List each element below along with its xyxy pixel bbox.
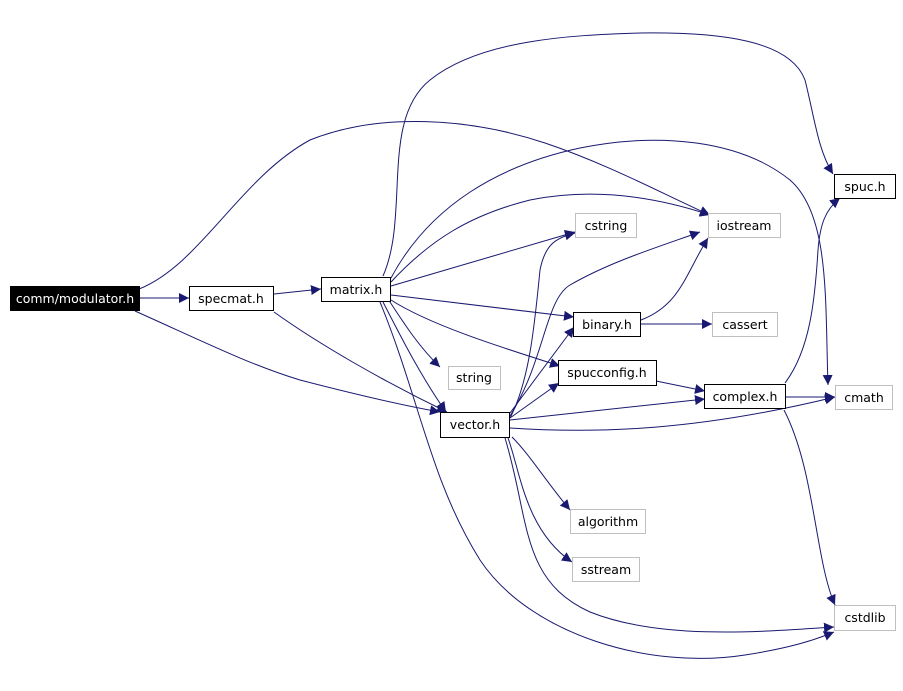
node-spucconfig-h[interactable]: spucconfig.h	[558, 360, 657, 386]
edge-matrix-spucconfig	[390, 299, 561, 368]
node-label: matrix.h	[330, 282, 383, 297]
node-algorithm[interactable]: algorithm	[570, 509, 646, 534]
node-string[interactable]: string	[448, 366, 501, 390]
node-vector-h[interactable]: vector.h	[440, 412, 510, 438]
edge-binary-iostream	[640, 237, 709, 321]
node-specmat-h[interactable]: specmat.h	[189, 286, 274, 311]
edge-vector-iostream	[509, 230, 701, 417]
edge-complex-cstdlib	[783, 409, 836, 606]
edge-specmat-vector	[273, 311, 448, 413]
edge-vector-spucconfig	[509, 382, 560, 419]
node-spuc-h[interactable]: spuc.h	[834, 174, 896, 199]
dependency-edges	[134, 32, 841, 659]
edge-matrix-cstdlib	[379, 301, 835, 659]
node-complex-h[interactable]: complex.h	[704, 384, 786, 409]
node-cassert[interactable]: cassert	[712, 312, 778, 337]
edge-vector-cstdlib	[504, 437, 835, 633]
node-label: string	[456, 370, 492, 385]
node-label: specmat.h	[198, 291, 264, 306]
edge-matrix-vector	[382, 301, 447, 413]
node-label: algorithm	[578, 514, 638, 529]
edge-vector-sstream	[507, 437, 573, 563]
edge-root-vector	[134, 310, 441, 416]
edge-matrix-cstring	[390, 230, 576, 287]
node-label: comm/modulator.h	[16, 291, 134, 306]
edge-matrix-iostream	[390, 193, 711, 283]
node-label: cmath	[844, 390, 884, 405]
edge-vector-complex	[509, 395, 706, 421]
node-label: iostream	[717, 218, 772, 233]
node-label: cstring	[585, 218, 628, 233]
dependency-nodes: comm/modulator.h specmat.h matrix.h vect…	[10, 174, 896, 631]
edge-root-iostream	[138, 121, 711, 290]
edge-matrix-binary	[390, 294, 575, 321]
node-label: cstdlib	[844, 610, 885, 625]
edge-vector-binary	[509, 326, 575, 414]
edge-spucconfig-complex	[655, 380, 706, 394]
node-comm-modulator-h[interactable]: comm/modulator.h	[10, 286, 140, 311]
node-label: spuc.h	[844, 179, 885, 194]
edge-vector-cstring	[509, 230, 576, 419]
edge-complex-spuc	[784, 197, 841, 384]
node-cstdlib[interactable]: cstdlib	[834, 605, 896, 631]
edge-vector-algorithm	[511, 436, 571, 511]
edge-matrix-spuc	[382, 32, 834, 277]
node-label: binary.h	[582, 317, 632, 332]
node-label: vector.h	[450, 417, 500, 432]
node-iostream[interactable]: iostream	[708, 213, 781, 238]
edge-matrix-string	[389, 301, 441, 368]
node-cmath[interactable]: cmath	[835, 385, 893, 410]
node-binary-h[interactable]: binary.h	[573, 312, 641, 337]
node-sstream[interactable]: sstream	[572, 557, 640, 582]
node-label: spucconfig.h	[567, 365, 646, 380]
edge-specmat-matrix	[273, 285, 322, 296]
node-label: complex.h	[713, 389, 778, 404]
node-label: cassert	[722, 317, 767, 332]
node-cstring[interactable]: cstring	[575, 213, 637, 238]
node-matrix-h[interactable]: matrix.h	[321, 277, 391, 302]
edge-matrix-cmath	[390, 139, 833, 386]
node-label: sstream	[581, 562, 631, 577]
